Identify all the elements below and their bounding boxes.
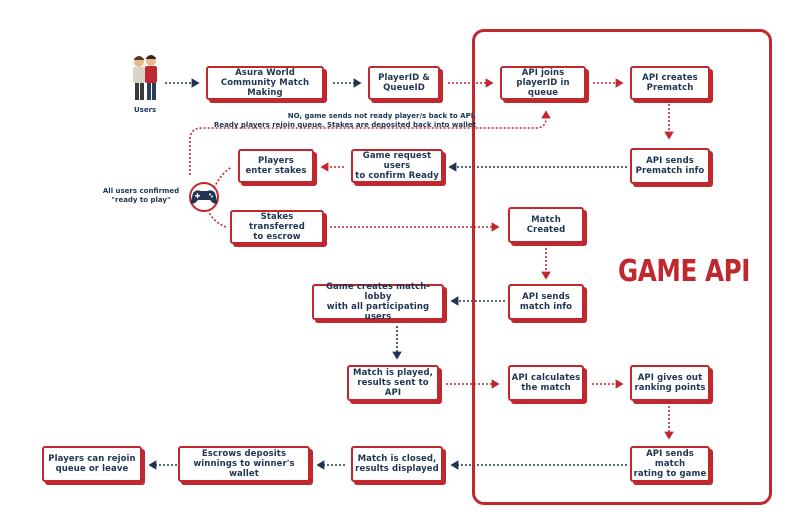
box-label: Asura World Community Match Making [220,68,310,98]
box-players-rejoin: Players can rejoin queue or leave [42,446,142,482]
box-label: Match is closed, results displayed [355,454,439,474]
box-escrow-deposits: Escrows deposits winnings to winner's wa… [178,446,310,482]
game-api-title: GAME API [618,254,751,289]
box-label: API creates Prematch [642,73,698,93]
box-playerid-queueid: PlayerID & QueueID [368,66,440,100]
box-label: Match Created [526,215,566,235]
box-label: API joins playerID in queue [516,68,570,98]
box-label: Game creates match-lobby with all partic… [325,282,431,322]
confirm-ready-label: All users confirmed "ready to play" [102,187,180,204]
box-label: Escrows deposits winnings to winner's wa… [193,449,295,479]
box-api-calculates: API calculates the match [508,365,584,401]
box-players-enter-stakes: Players enter stakes [238,149,314,183]
box-label: API sends match rating to game [633,449,707,479]
box-label: Players can rejoin queue or leave [48,454,136,474]
users-label: Users [134,106,157,114]
box-api-ranking-points: API gives out ranking points [630,365,710,401]
box-api-joins: API joins playerID in queue [500,66,586,100]
box-label: Stakes transferred to escrow [249,212,305,242]
box-label: API calculates the match [511,373,581,393]
box-game-creates-lobby: Game creates match-lobby with all partic… [312,282,444,322]
box-label: Game request users to confirm Ready [355,151,439,181]
box-api-sends-prematch: API sends Prematch info [630,148,710,184]
box-asura-matchmaking: Asura World Community Match Making [206,66,324,100]
box-label: Match is played, results sent to API [353,368,433,398]
game-api-frame [472,29,772,505]
box-label: Players enter stakes [245,156,307,176]
box-api-sends-match-info: API sends match info [508,284,584,320]
box-match-created: Match Created [508,207,584,243]
box-match-played: Match is played, results sent to API [347,365,439,401]
box-label: API sends Prematch info [635,156,705,176]
not-ready-note: NO, game sends not ready player/s back t… [214,112,476,129]
box-match-closed: Match is closed, results displayed [351,446,443,482]
box-label: PlayerID & QueueID [378,73,430,93]
arrow-not-ready-loop [189,110,551,175]
arrow-controller-to-players [213,166,233,189]
box-label: API gives out ranking points [634,373,706,393]
box-label: API sends match info [519,292,573,312]
box-api-creates-prematch: API creates Prematch [630,66,710,100]
users-icon [133,55,157,100]
gamepad-icon [189,182,219,212]
box-game-request-ready: Game request users to confirm Ready [351,149,443,183]
box-api-sends-rating: API sends match rating to game [630,446,710,482]
box-stakes-to-escrow: Stakes transferred to escrow [230,210,324,244]
